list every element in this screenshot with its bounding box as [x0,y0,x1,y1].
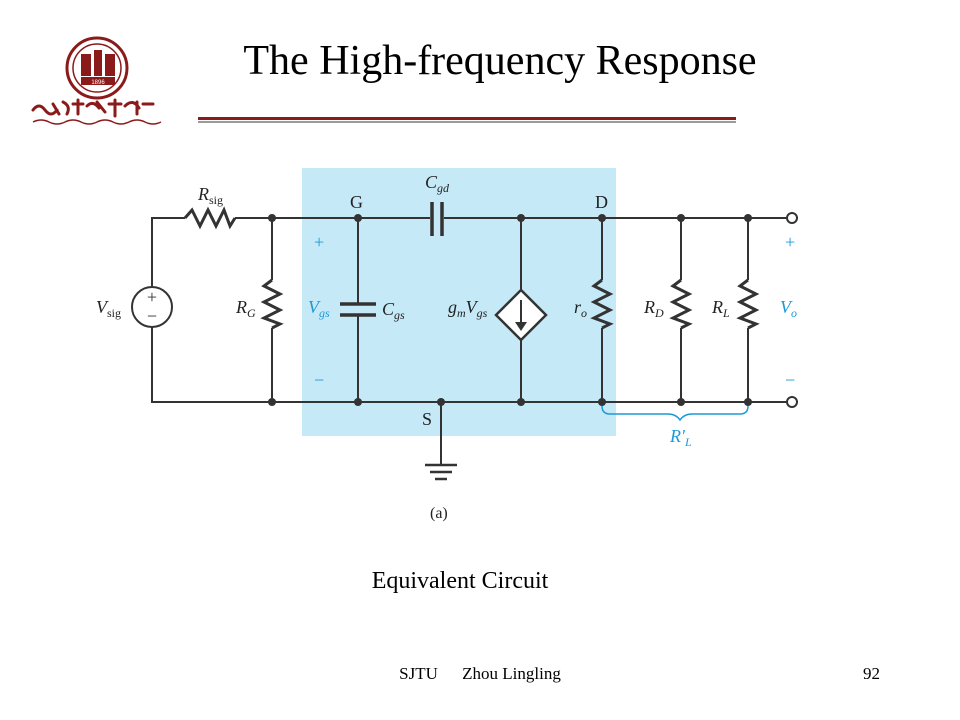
slide-title: The High-frequency Response [243,38,757,84]
logo-calligraphy [31,98,162,125]
label-node-g: G [350,192,363,212]
svg-text:+: + [147,287,157,307]
slide-caption: Equivalent Circuit [371,568,549,594]
vo-minus: − [785,370,795,390]
ground-symbol [425,463,457,481]
logo-year: 1896 [91,80,105,86]
page-number: 92 [863,664,880,683]
equivalent-circuit-diagram: + − Rsig Vsig RG G D S Cgd Cgs [96,168,798,522]
output-terminals [786,212,798,408]
label-rg: RG [235,297,256,320]
footer-author: Zhou Lingling [462,664,561,683]
title-underline [198,117,736,123]
label-rsig: Rsig [197,184,223,207]
university-logo: 1896 [25,30,170,130]
vgs-minus: − [314,370,324,390]
vgs-plus: + [314,232,324,252]
label-ro: ro [574,297,587,320]
svg-text:−: − [147,306,157,326]
label-node-d: D [595,192,608,212]
dependent-current-source [494,288,548,342]
footer-org: SJTU [399,664,438,683]
label-vo: Vo [780,297,797,320]
rg-resistor [260,278,284,330]
cgd-capacitor [430,202,444,236]
slide-footer: SJTU Zhou Lingling [330,664,630,684]
label-rl: RL [711,297,730,320]
figure-subcaption: (a) [430,505,448,522]
rl-resistor [736,278,760,330]
ro-resistor [590,278,614,330]
label-vsig: Vsig [96,297,121,320]
device-model-highlight [302,168,616,436]
label-cgd: Cgd [425,172,450,195]
label-node-s: S [422,409,432,429]
circuit-wires [151,217,790,465]
label-cgs: Cgs [382,299,405,322]
rsig-resistor [183,206,237,230]
cgs-capacitor [340,302,376,317]
vo-plus: + [785,232,795,252]
logo-seal: 1896 [65,36,129,100]
label-rl-prime: R′L [669,426,692,449]
rl-prime-brace [601,405,749,422]
label-vgs: Vgs [308,297,330,320]
junction-dots [268,214,752,406]
rd-resistor [669,278,693,330]
label-rd: RD [643,297,664,320]
label-gmvgs: gmVgs [448,297,488,320]
vsig-source: + − [131,286,173,328]
